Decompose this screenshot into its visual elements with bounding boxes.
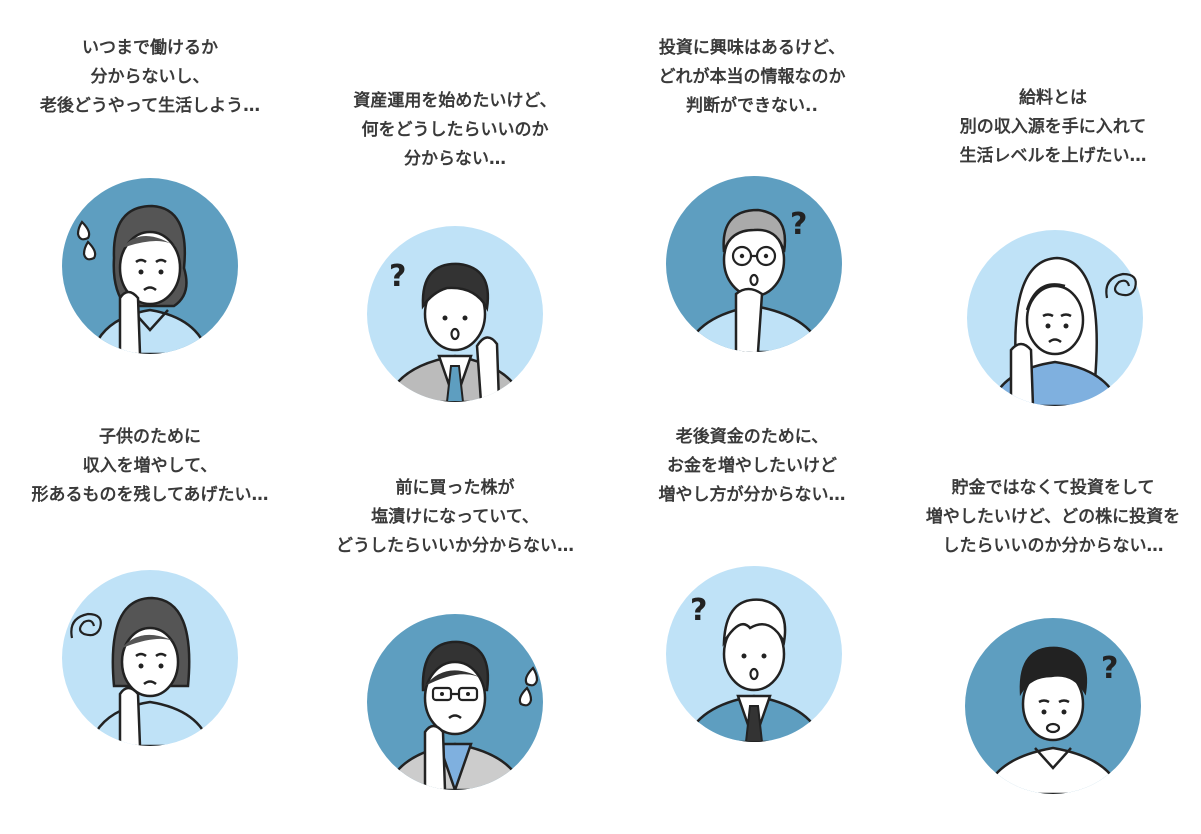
sweat-icon	[518, 666, 539, 707]
caption-line: 形あるものを残してあげたい…	[31, 485, 269, 505]
avatar	[666, 176, 842, 352]
persona-caption: 投資に興味はあるけど、 どれが本当の情報なのか 判断ができない..	[602, 34, 902, 121]
caption-line: 老後資金のために、	[675, 427, 829, 447]
caption-line: どれが本当の情報なのか	[658, 67, 846, 87]
caption-line: 塩漬けになっていて、	[371, 507, 539, 527]
svg-text:?: ?	[389, 259, 406, 292]
caption-line: 生活レベルを上げたい…	[959, 146, 1147, 166]
caption-line: 老後どうやって生活しよう…	[39, 96, 261, 116]
caption-line: 貯金ではなくて投資をして	[951, 478, 1155, 498]
svg-text:?: ?	[1101, 651, 1118, 684]
caption-line: 投資に興味はあるけど、	[658, 38, 846, 58]
persona-caption: 貯金ではなくて投資をして 増やしたいけど、どの株に投資を したらいいのか分からな…	[903, 474, 1201, 561]
caption-line: 資産運用を始めたいけど、	[353, 91, 557, 111]
avatar	[62, 178, 238, 354]
persona-caption: 子供のために 収入を増やして、 形あるものを残してあげたい…	[0, 423, 300, 510]
caption-line: 分からない…	[404, 149, 506, 169]
avatar	[367, 614, 543, 790]
avatar	[965, 618, 1141, 794]
persona-caption: 老後資金のために、 お金を増やしたいけど 増やし方が分からない…	[602, 423, 902, 510]
caption-line: したらいいのか分からない…	[942, 536, 1164, 556]
sweat-icon	[76, 220, 97, 261]
caption-line: 判断ができない..	[686, 96, 818, 116]
question-icon: ?	[389, 259, 406, 292]
caption-line: 増やしたいけど、どの株に投資を	[925, 507, 1181, 527]
avatar	[666, 566, 842, 742]
caption-line: 収入を増やして、	[82, 456, 218, 476]
caption-line: 何をどうしたらいいのか	[361, 120, 549, 140]
persona-caption: 給料とは 別の収入源を手に入れて 生活レベルを上げたい…	[903, 84, 1201, 171]
caption-line: 分からないし、	[90, 67, 210, 87]
caption-line: 増やし方が分からない…	[658, 485, 846, 505]
svg-text:?: ?	[690, 593, 707, 626]
question-icon: ?	[690, 593, 707, 626]
question-icon: ?	[1101, 651, 1118, 684]
caption-line: どうしたらいいか分からない…	[336, 536, 574, 556]
question-icon: ?	[790, 207, 807, 240]
persona-caption: 前に買った株が 塩漬けになっていて、 どうしたらいいか分からない…	[305, 474, 605, 561]
svg-text:?: ?	[790, 207, 807, 240]
persona-caption: いつまで働けるか 分からないし、 老後どうやって生活しよう…	[0, 34, 300, 121]
avatar	[367, 226, 543, 402]
avatar	[967, 230, 1143, 406]
caption-line: お金を増やしたいけど	[667, 456, 837, 476]
scribble-icon	[70, 612, 102, 639]
caption-line: 子供のために	[99, 427, 201, 447]
caption-line: 給料とは	[1019, 88, 1087, 108]
caption-line: いつまで働けるか	[82, 38, 218, 58]
caption-line: 前に買った株が	[395, 478, 515, 498]
avatar	[62, 570, 238, 746]
scribble-icon	[1105, 272, 1137, 299]
persona-caption: 資産運用を始めたいけど、 何をどうしたらいいのか 分からない…	[305, 87, 605, 174]
caption-line: 別の収入源を手に入れて	[959, 117, 1147, 137]
